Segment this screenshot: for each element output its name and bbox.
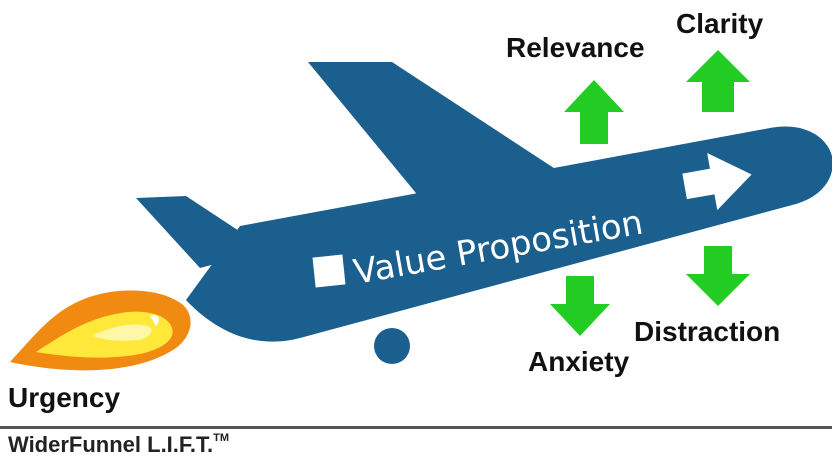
airplane-icon <box>136 62 832 364</box>
diagram-canvas: Value Proposition <box>10 50 832 371</box>
arrow-down-icon <box>686 246 750 306</box>
footer-brand: WiderFunnel L.I.F.T.TM <box>8 432 229 458</box>
arrow-right-icon <box>682 152 752 211</box>
arrow-up-icon <box>686 50 750 112</box>
arrow-down-icon <box>550 276 610 336</box>
urgency-label: Urgency <box>8 382 121 413</box>
relevance-label: Relevance <box>506 32 645 63</box>
flame-icon <box>10 290 191 371</box>
footer-brand-text: WiderFunnel L.I.F.T. <box>8 432 214 457</box>
window-square <box>312 254 346 288</box>
trademark-mark: TM <box>213 432 230 444</box>
distraction-label: Distraction <box>634 316 781 347</box>
anxiety-label: Anxiety <box>528 346 630 377</box>
divider <box>0 426 832 429</box>
clarity-label: Clarity <box>676 8 764 39</box>
arrow-up-icon <box>564 80 624 144</box>
